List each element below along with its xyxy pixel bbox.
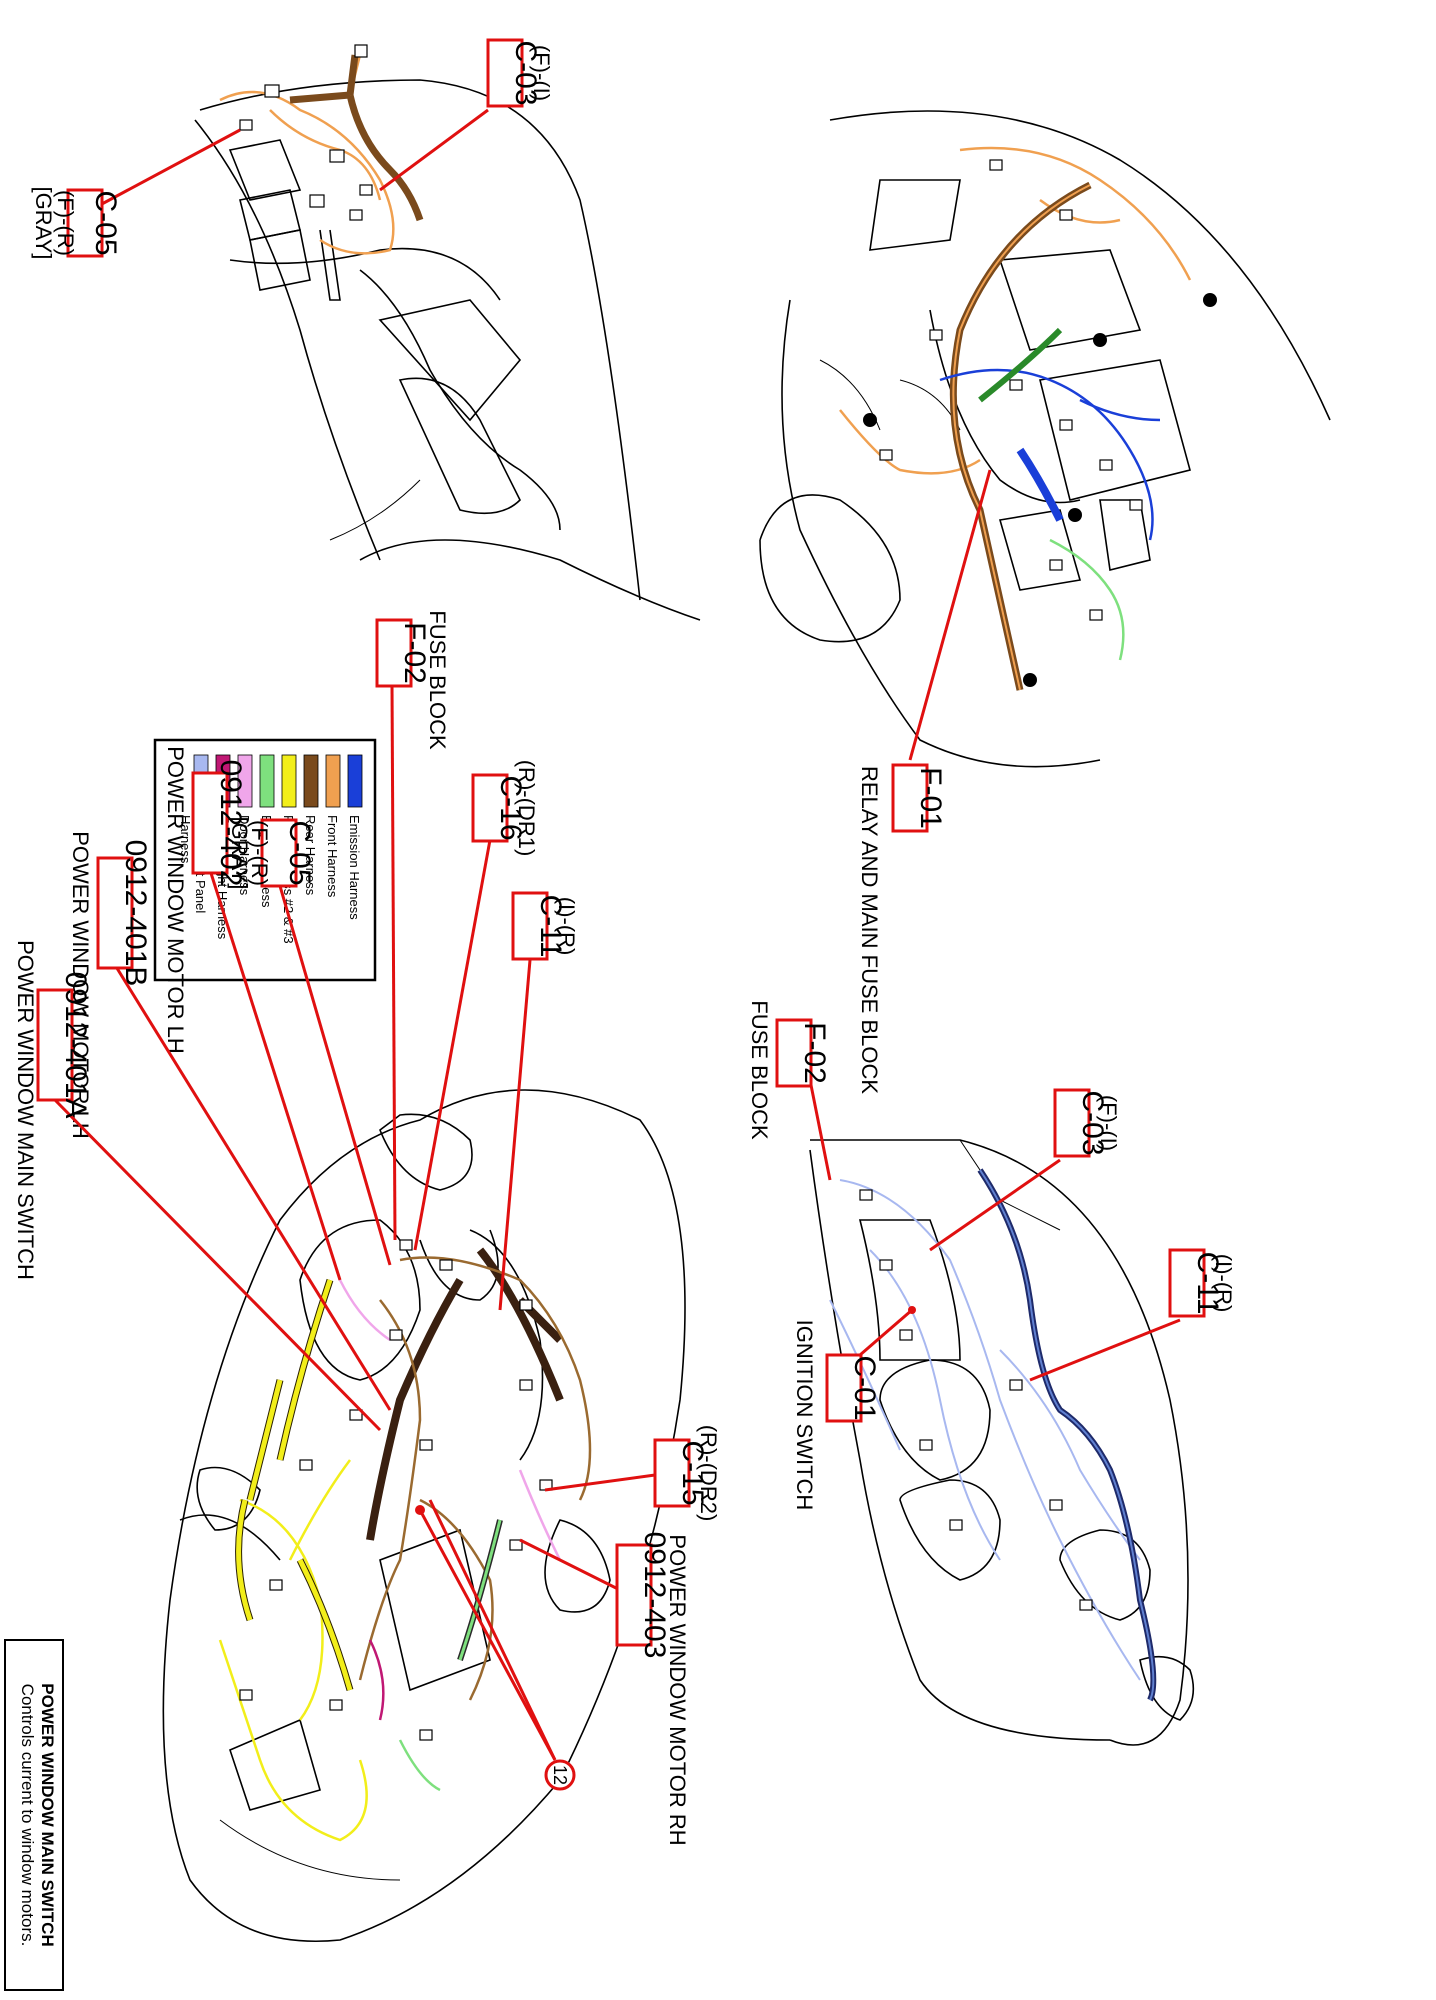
switch-note-box: POWER WINDOW MAIN SWITCH Controls curren… (4, 1639, 64, 1991)
body-0912-401a-code: 0912-401A (59, 972, 92, 1119)
body-0912-403-caption: POWER WINDOW MOTOR RH (665, 1534, 690, 1845)
legend-item-label: Front Harness (325, 815, 340, 898)
body-c05-code: C-05 (283, 820, 316, 885)
body-circle-12-callout[interactable]: 12 (418, 1499, 576, 1791)
steering-c03-code: C-03 (509, 40, 542, 105)
legend-swatch (303, 754, 319, 808)
panel-f02-code: F-02 (798, 1022, 831, 1084)
engine-f01-code: F-01 (914, 767, 947, 829)
steering-c05-callout[interactable]: C-05 (F)-(R) [GRAY] (31, 128, 241, 260)
body-circle-12-number: 12 (550, 1765, 570, 1785)
body-c11-code: C-11 (534, 895, 567, 958)
body-c05-callout[interactable]: C-05 (F)-(R) [GRAY] (227, 817, 392, 1266)
panel-c01-code: C-01 (848, 1355, 881, 1420)
engine-f01-caption: RELAY AND MAIN FUSE BLOCK (857, 766, 882, 1094)
steering-c03-callout[interactable]: C-03 (F)-(I) (379, 38, 554, 192)
note-title: POWER WINDOW MAIN SWITCH (38, 1683, 57, 1946)
engine-bay-view (759, 110, 1331, 768)
body-c16-sub1: (R)-(DR1) (514, 760, 539, 857)
legend-item-label: Door Harness (237, 815, 252, 896)
body-0912-403-code: 0912-403 (638, 1532, 671, 1659)
body-c11-sub1: (I)-(R) (554, 897, 579, 956)
legend-swatch (281, 754, 297, 808)
body-f02-caption: FUSE BLOCK (425, 610, 450, 750)
body-0912-402-callout[interactable]: 0912-402 POWER WINDOW MOTOR LH (163, 746, 342, 1281)
body-0912-401a-caption: POWER WINDOW MAIN SWITCH (13, 940, 38, 1280)
panel-c11-callout[interactable]: C-11 (I)-(R) (1029, 1248, 1236, 1382)
legend-swatch (325, 754, 341, 808)
steering-column-view (194, 44, 701, 621)
body-c16-code: C-16 (494, 775, 527, 840)
legend-swatch (347, 754, 363, 808)
instrument-panel-view (809, 1139, 1195, 1746)
steering-c03-sub1: (F)-(I) (529, 45, 554, 101)
body-c15-callout[interactable]: C-15 (R)-(DR2) (544, 1425, 721, 1522)
panel-f02-caption: FUSE BLOCK (747, 1000, 772, 1140)
steering-c05-sub2: [GRAY] (31, 187, 56, 260)
body-0912-402-caption: POWER WINDOW MOTOR LH (163, 746, 188, 1054)
note-description: Controls current to window motors. (18, 1684, 37, 1947)
body-f02-callout[interactable]: F-02 FUSE BLOCK (375, 610, 450, 1241)
legend-swatch (237, 754, 253, 808)
body-c11-callout[interactable]: C-11 (I)-(R) (498, 891, 579, 1311)
body-c15-code: C-15 (676, 1440, 709, 1505)
panel-c03-code: C-03 (1076, 1090, 1109, 1155)
body-0912-401a-callout[interactable]: 0912-401A POWER WINDOW MAIN SWITCH (13, 940, 382, 1432)
body-c05-sub2: [GRAY] (227, 817, 252, 890)
panel-c11-sub1: (I)-(R) (1211, 1254, 1236, 1313)
legend-item-label: Emission Harness (347, 815, 362, 920)
body-c15-sub1: (R)-(DR2) (696, 1425, 721, 1522)
panel-c01-caption: IGNITION SWITCH (792, 1320, 817, 1511)
steering-c05-code: C-05 (89, 190, 122, 255)
legend-swatch (259, 754, 275, 808)
body-c05-sub1: (F)-(R) (247, 820, 272, 886)
steering-c05-sub1: (F)-(R) (53, 190, 78, 256)
legend-item-label-continued: Harness (178, 815, 193, 864)
body-c16-callout[interactable]: C-16 (R)-(DR1) (413, 760, 539, 1251)
legend-item-label: Rear Harness (303, 815, 318, 896)
panel-f02-callout[interactable]: F-02 FUSE BLOCK (747, 1000, 832, 1181)
panel-c11-code: C-11 (1191, 1252, 1224, 1315)
body-0912-403-callout[interactable]: 0912-403 POWER WINDOW MOTOR RH (519, 1532, 690, 1846)
body-f02-code: F-02 (398, 622, 431, 684)
engine-f01-callout[interactable]: F-01 RELAY AND MAIN FUSE BLOCK (857, 469, 992, 1094)
panel-c03-sub1: (F)-(I) (1096, 1095, 1121, 1151)
panel-c03-callout[interactable]: C-03 (F)-(I) (929, 1088, 1121, 1252)
body-0912-402-code: 0912-402 (214, 760, 247, 887)
panel-c01-callout[interactable]: C-01 IGNITION SWITCH (792, 1308, 913, 1511)
body-0912-401b-code: 0912-401B (119, 840, 152, 987)
